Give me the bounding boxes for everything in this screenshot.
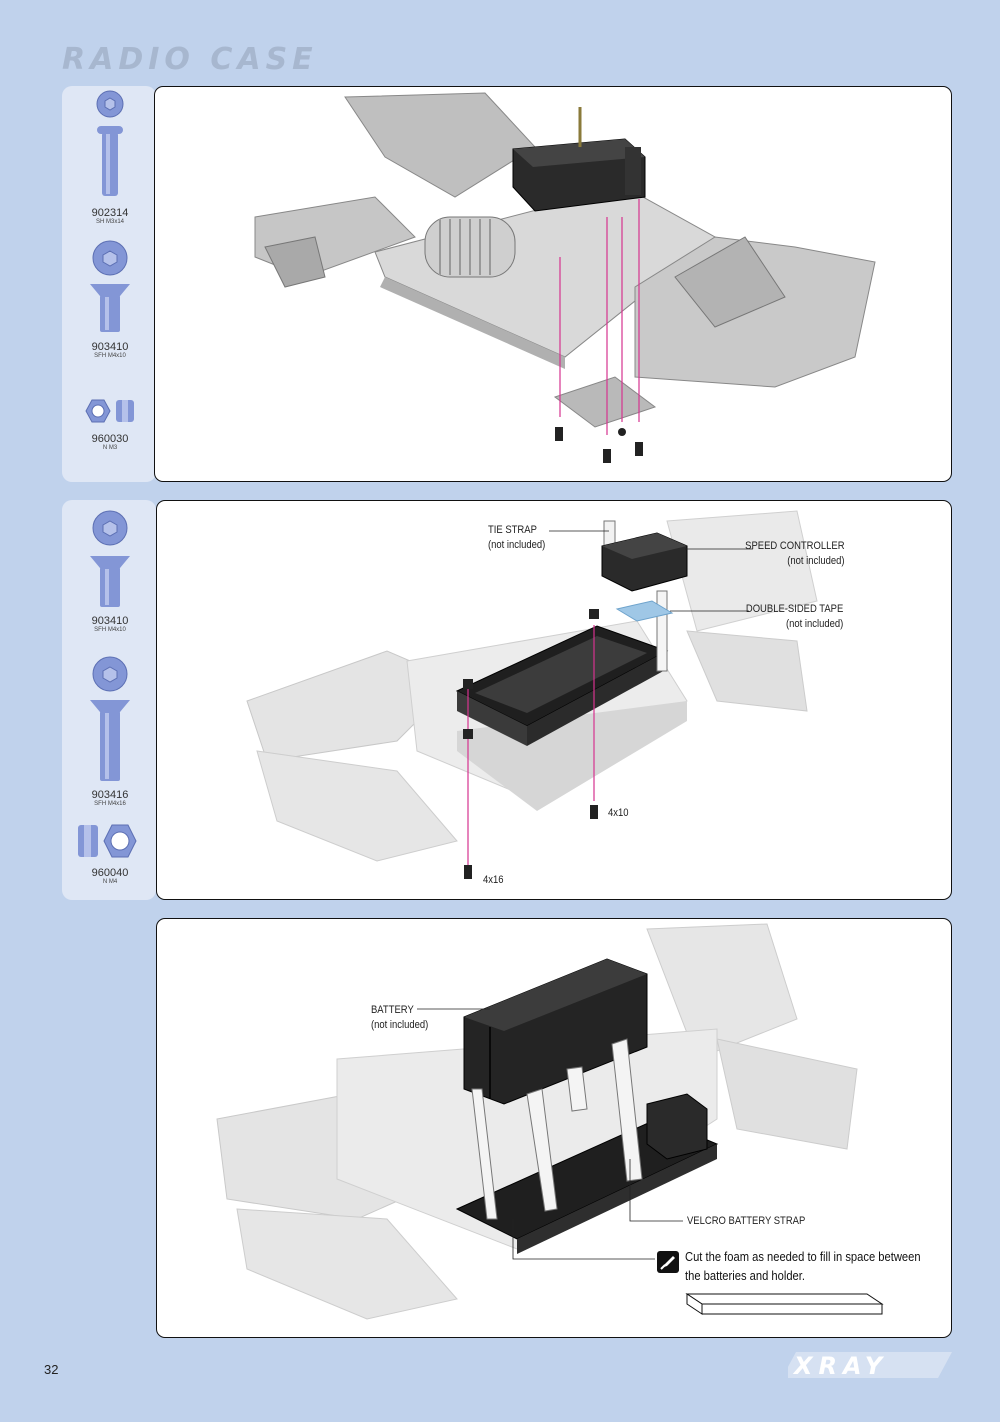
label-note: (not included) xyxy=(371,1019,429,1031)
flat-head-screw-icon xyxy=(90,656,130,781)
xray-logo: XRAY xyxy=(782,1350,954,1385)
part-code: 903416 xyxy=(91,789,129,801)
page-number: 32 xyxy=(44,1362,59,1377)
qty-label-4x10: 4x10 xyxy=(608,807,629,819)
chassis-illustration xyxy=(246,510,818,879)
label-note: (not included) xyxy=(488,539,546,551)
part-960030: 960030 N M3 xyxy=(62,396,158,452)
part-903410: 903410 SFH M4x10 xyxy=(62,510,158,634)
label-note: (not included) xyxy=(785,618,843,630)
nut-icon xyxy=(85,399,134,423)
label-speed-controller: SPEED CONTROLLER (not included) xyxy=(746,539,845,569)
part-code: 960030 xyxy=(91,433,129,445)
page-title: RADIO CASE xyxy=(62,42,318,77)
label-battery: BATTERY (not included) xyxy=(371,1003,428,1033)
svg-text:XRAY: XRAY xyxy=(792,1352,888,1380)
part-desc: N M3 xyxy=(102,445,118,451)
label-tie-strap: TIE STRAP (not included) xyxy=(488,523,545,553)
nut-icon xyxy=(78,824,137,858)
flat-head-screw-icon xyxy=(90,510,130,607)
part-desc: SFH M4x10 xyxy=(94,627,126,633)
part-code: 960040 xyxy=(91,867,129,879)
foam-strip-icon xyxy=(685,1293,884,1315)
label-velcro-strap: VELCRO BATTERY STRAP xyxy=(687,1215,806,1227)
qty-label-4x16: 4x16 xyxy=(483,874,504,886)
flat-head-screw-icon xyxy=(90,240,130,332)
part-desc: SFH M4x16 xyxy=(94,801,126,807)
label-text: TIE STRAP xyxy=(488,524,537,536)
part-903410: 903410 SFH M4x10 xyxy=(62,240,158,360)
part-code: 902314 xyxy=(91,207,129,219)
step3-panel: BATTERY (not included) VELCRO BATTERY STR… xyxy=(156,918,952,1338)
part-902314: 902314 SH M3x14 xyxy=(62,90,158,226)
part-code: 903410 xyxy=(91,341,129,353)
part-903416: 903416 SFH M4x16 xyxy=(62,656,158,808)
chassis-illustration xyxy=(254,92,876,463)
note-line: the batteries and holder. xyxy=(685,1268,805,1283)
socket-head-screw-icon xyxy=(96,90,124,196)
part-desc: N M4 xyxy=(102,879,118,885)
label-text: BATTERY xyxy=(371,1004,414,1016)
label-double-sided-tape: DOUBLE-SIDED TAPE (not included) xyxy=(746,602,843,632)
label-text: SPEED CONTROLLER xyxy=(745,540,845,552)
xray-logo-mark: XRAY xyxy=(782,1352,952,1380)
part-960040: 960040 N M4 xyxy=(62,822,158,886)
part-code: 903410 xyxy=(91,615,129,627)
cut-instruction-icon xyxy=(657,1251,679,1273)
cut-foam-note: Cut the foam as needed to fill in space … xyxy=(685,1247,943,1285)
step1-panel xyxy=(154,86,952,482)
part-desc: SH M3x14 xyxy=(95,219,124,225)
label-text: DOUBLE-SIDED TAPE xyxy=(745,603,843,615)
step2-panel: TIE STRAP (not included) SPEED CONTROLLER… xyxy=(156,500,952,900)
part-desc: SFH M4x10 xyxy=(94,353,126,359)
chassis-illustration xyxy=(216,923,884,1320)
note-line: Cut the foam as needed to fill in space … xyxy=(685,1249,921,1264)
label-note: (not included) xyxy=(787,555,845,567)
